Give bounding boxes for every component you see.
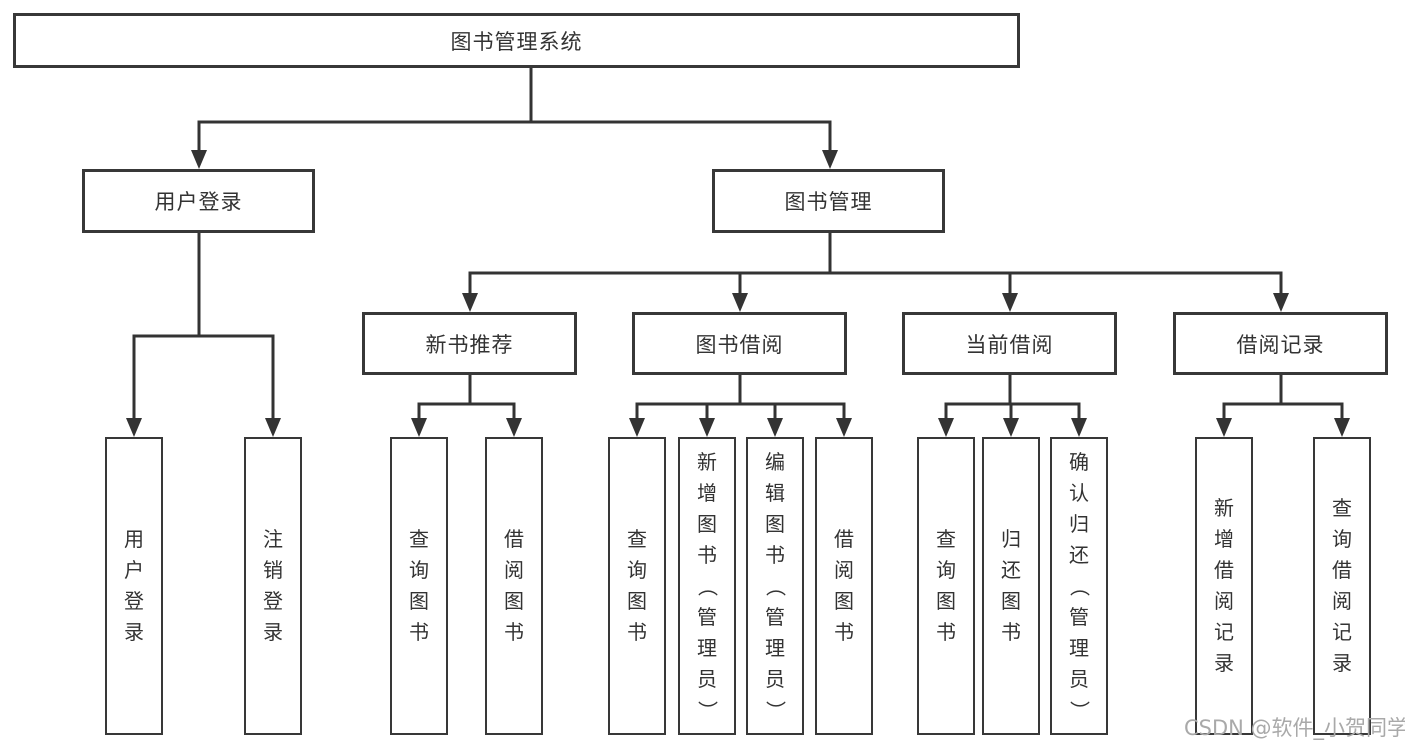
leaf-borrow-books-recommend-label: 借阅图书 (504, 527, 524, 644)
connector-bookborrow-to-leaves (635, 375, 846, 419)
leaf-edit-books-admin-label: 编辑图书（管理员） (763, 449, 788, 721)
node-user-login: 用户登录 (82, 169, 315, 233)
leaf-user-login: 用户登录 (105, 437, 163, 735)
node-borrow-records-label: 借阅记录 (1236, 332, 1325, 357)
node-new-book-recommend: 新书推荐 (362, 312, 577, 375)
leaf-add-borrow-record: 新增借阅记录 (1195, 437, 1253, 735)
node-current-borrow-label: 当前借阅 (965, 332, 1054, 357)
node-borrow-records: 借阅记录 (1173, 312, 1388, 375)
watermark: CSDN @软件_小贺同学 (1184, 716, 1405, 740)
leaf-borrow-books: 借阅图书 (815, 437, 873, 735)
arrowheads (126, 150, 1350, 437)
leaf-borrow-books-label: 借阅图书 (834, 527, 854, 644)
leaf-query-books-current-label: 查询图书 (936, 527, 956, 644)
node-root-label: 图书管理系统 (450, 29, 583, 54)
node-user-login-label: 用户登录 (154, 190, 243, 214)
leaf-query-borrow-record-label: 查询借阅记录 (1332, 496, 1352, 675)
leaf-add-borrow-record-label: 新增借阅记录 (1214, 496, 1234, 675)
leaf-logout-label: 注销登录 (263, 527, 283, 644)
leaf-borrow-books-recommend: 借阅图书 (485, 437, 543, 735)
leaf-return-books: 归还图书 (982, 437, 1040, 735)
leaf-query-books-recommend-label: 查询图书 (409, 527, 429, 644)
leaf-query-borrow-record: 查询借阅记录 (1313, 437, 1371, 735)
node-book-borrow: 图书借阅 (632, 312, 847, 375)
leaf-edit-books-admin: 编辑图书（管理员） (746, 437, 804, 735)
leaf-query-books-borrow-label: 查询图书 (627, 527, 647, 644)
connector-newbook-to-leaves (417, 375, 516, 419)
connector-records-to-leaves (1222, 375, 1344, 419)
connector-currentborrow-to-leaves (944, 375, 1081, 419)
leaf-return-books-label: 归还图书 (1001, 527, 1021, 644)
leaf-add-books-admin: 新增图书（管理员） (678, 437, 736, 735)
leaf-query-books-borrow: 查询图书 (608, 437, 666, 735)
node-book-management: 图书管理 (712, 169, 945, 233)
node-current-borrow: 当前借阅 (902, 312, 1117, 375)
leaf-confirm-return-admin-label: 确认归还（管理员） (1067, 449, 1092, 721)
leaf-logout: 注销登录 (244, 437, 302, 735)
leaf-confirm-return-admin: 确认归还（管理员） (1050, 437, 1108, 735)
leaf-user-login-label: 用户登录 (124, 527, 144, 644)
node-book-borrow-label: 图书借阅 (695, 332, 784, 357)
node-root: 图书管理系统 (13, 13, 1020, 68)
leaf-query-books-recommend: 查询图书 (390, 437, 448, 735)
node-new-book-recommend-label: 新书推荐 (425, 332, 514, 357)
connector-userlogin-to-leaves (132, 233, 275, 419)
node-book-management-label: 图书管理 (784, 190, 873, 214)
leaf-add-books-admin-label: 新增图书（管理员） (695, 449, 720, 721)
connector-bookmgmt-to-level3 (468, 233, 1283, 294)
leaf-query-books-current: 查询图书 (917, 437, 975, 735)
connector-root-to-level2 (197, 68, 832, 151)
